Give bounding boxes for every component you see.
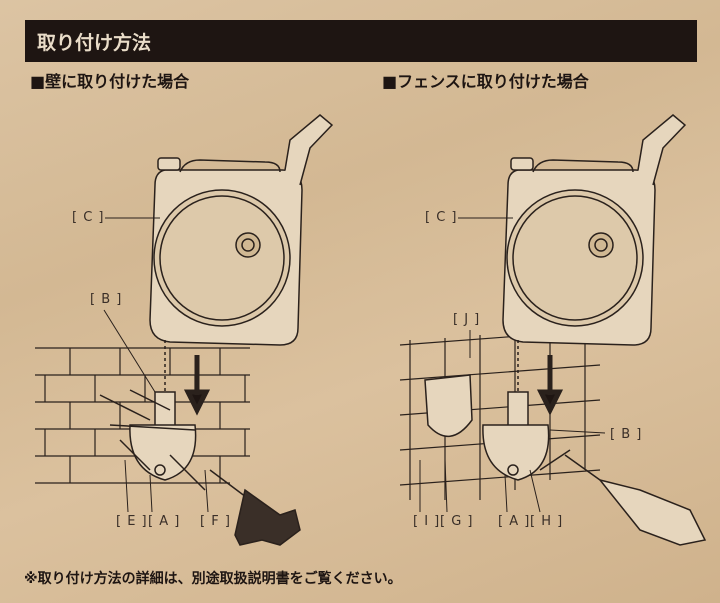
label-a-fence: [ A ] (498, 514, 531, 529)
label-f-wall: [ F ] (200, 514, 231, 529)
label-b-fence: [ B ] (610, 427, 643, 442)
label-i-fence: [ I ] (413, 514, 441, 529)
mount-bracket-fence (424, 374, 601, 481)
section-title: 取り付け方法 (37, 32, 152, 54)
fence-mount-title: ■フェンスに取り付けた場合 (382, 72, 589, 91)
label-c-fence: [ C ] (425, 210, 458, 225)
label-c-wall: [ C ] (72, 210, 105, 225)
mount-bracket-wall (99, 389, 251, 501)
footer-note: ※取り付け方法の詳細は、別途取扱説明書をご覧ください。 (24, 571, 402, 587)
label-j-fence: [ J ] (453, 312, 481, 327)
screwdriver-hand-icon (598, 478, 707, 546)
label-a-wall: [ A ] (148, 514, 181, 529)
hose-reel-wall (149, 114, 334, 346)
label-e-wall: [ E ] (116, 514, 148, 529)
section-header: 取り付け方法 (25, 20, 697, 62)
down-arrow-icon (183, 355, 211, 416)
label-h-fence: [ H ] (530, 514, 564, 529)
hose-reel-fence (502, 114, 687, 346)
power-drill-icon (234, 488, 301, 546)
label-g-fence: [ G ] (440, 514, 474, 529)
label-b-wall: [ B ] (90, 292, 123, 307)
wall-mount-title: ■壁に取り付けた場合 (30, 72, 190, 91)
